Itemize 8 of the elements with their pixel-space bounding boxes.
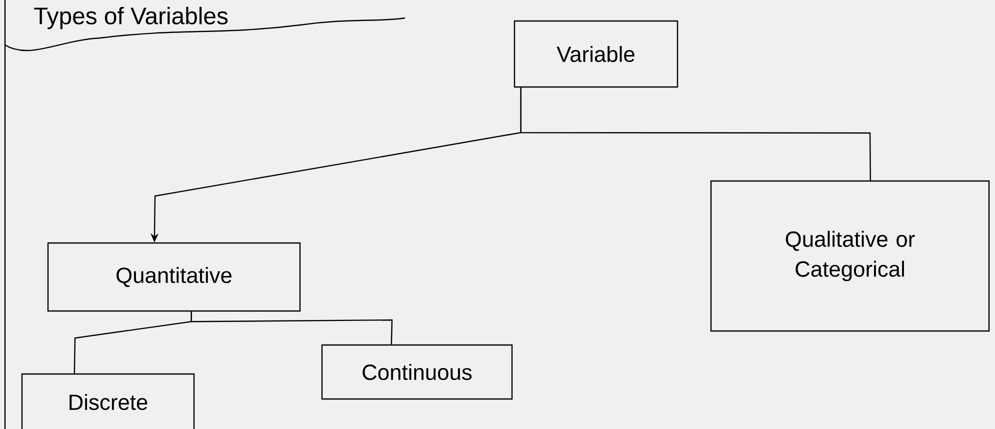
box: Qualitative or Categorical: [710, 180, 990, 332]
box: Discrete: [21, 373, 195, 429]
connector: [190, 312, 393, 344]
title: Types of Variables: [34, 6, 228, 30]
box: Continuous: [321, 344, 513, 400]
connector: [520, 88, 871, 180]
box: Variable: [514, 20, 678, 88]
box: Quantitative: [47, 242, 301, 312]
